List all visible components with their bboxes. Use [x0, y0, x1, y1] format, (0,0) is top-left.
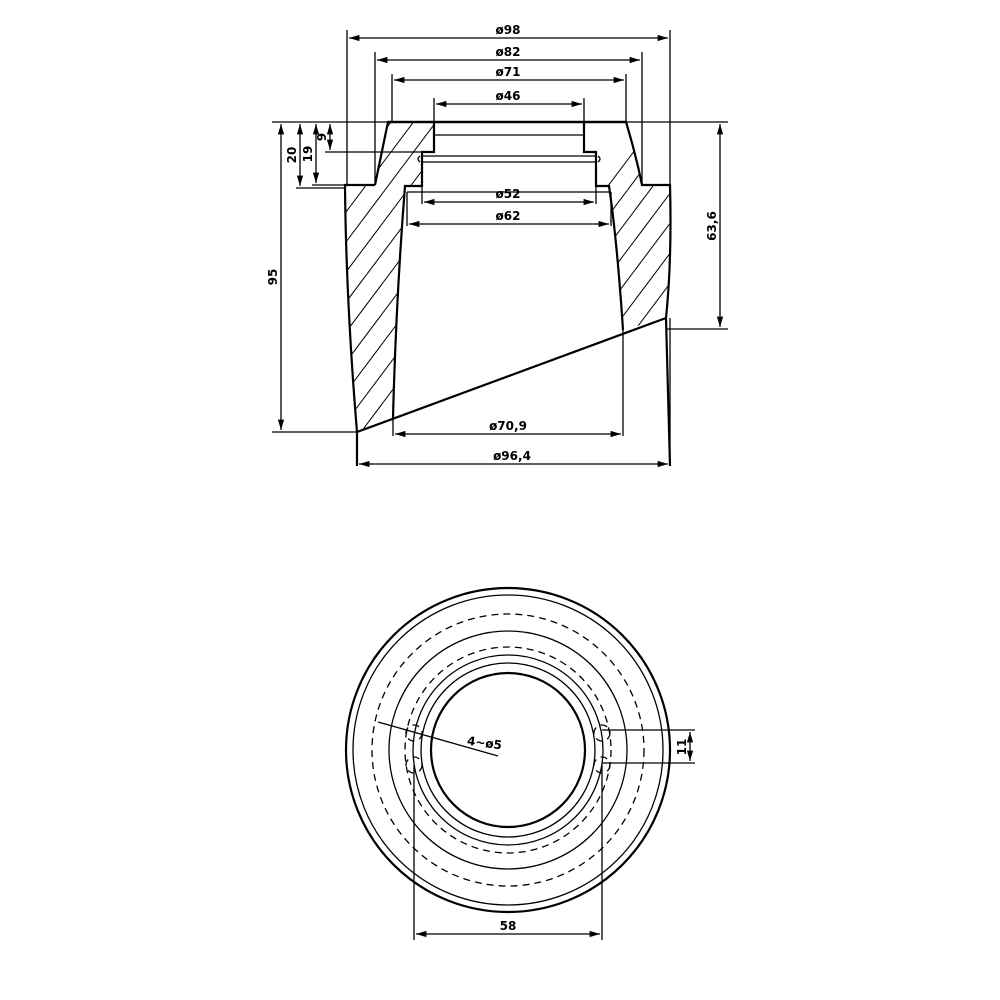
section-outer-profile [343, 120, 672, 467]
dim-h20-label: 20 [285, 147, 299, 164]
dim-d98-label: ø98 [496, 23, 521, 37]
dim-d52-label: ø52 [496, 187, 521, 201]
dim-58-lines [413, 765, 603, 940]
left-extension-lines [272, 121, 422, 433]
dim-h63-6-label: 63,6 [705, 211, 719, 241]
dim-h95-label: 95 [266, 269, 280, 286]
dim-d62-label: ø62 [496, 209, 521, 223]
dim-d46-label: ø46 [496, 89, 521, 103]
hole-leader [377, 721, 499, 757]
dim-d70-9-label: ø70,9 [489, 419, 527, 433]
oring-groove [417, 155, 601, 163]
dim-d96-4-label: ø96,4 [493, 449, 531, 463]
hole-1 [405, 724, 423, 742]
hidden-circle-large [371, 613, 645, 887]
section-slanted-cut [356, 316, 667, 434]
outer-rim-circle [352, 594, 664, 906]
ring-circle-1 [388, 630, 628, 870]
top-extension-lines [346, 30, 671, 466]
ring-circle-2 [412, 654, 604, 846]
top-view: 4~ø5 58 11 [344, 586, 695, 940]
right-wall-hatch [584, 122, 671, 330]
ring-circle-3 [420, 662, 596, 838]
hidden-circle-mid [404, 646, 612, 854]
dim-h19-label: 19 [301, 146, 315, 163]
outer-circle [344, 586, 672, 914]
right-extension-lines [626, 121, 728, 330]
dim-d82-label: ø82 [496, 45, 521, 59]
dimension-lines [277, 34, 724, 468]
dim-d71-label: ø71 [496, 65, 521, 79]
dim-h9-label: 9 [315, 133, 329, 141]
dim-58-label: 58 [500, 919, 517, 933]
hole-3 [593, 724, 611, 742]
dim-11-lines [602, 729, 695, 764]
dim-11-label: 11 [675, 739, 689, 756]
section-view: ø98 ø82 ø71 ø46 ø52 ø62 ø70,9 ø96,4 9 19… [266, 23, 728, 468]
inner-bore-circle [429, 671, 587, 829]
section-inner-bore [391, 122, 625, 419]
left-wall-hatch [345, 122, 434, 432]
hole-callout-label: 4~ø5 [466, 734, 503, 753]
